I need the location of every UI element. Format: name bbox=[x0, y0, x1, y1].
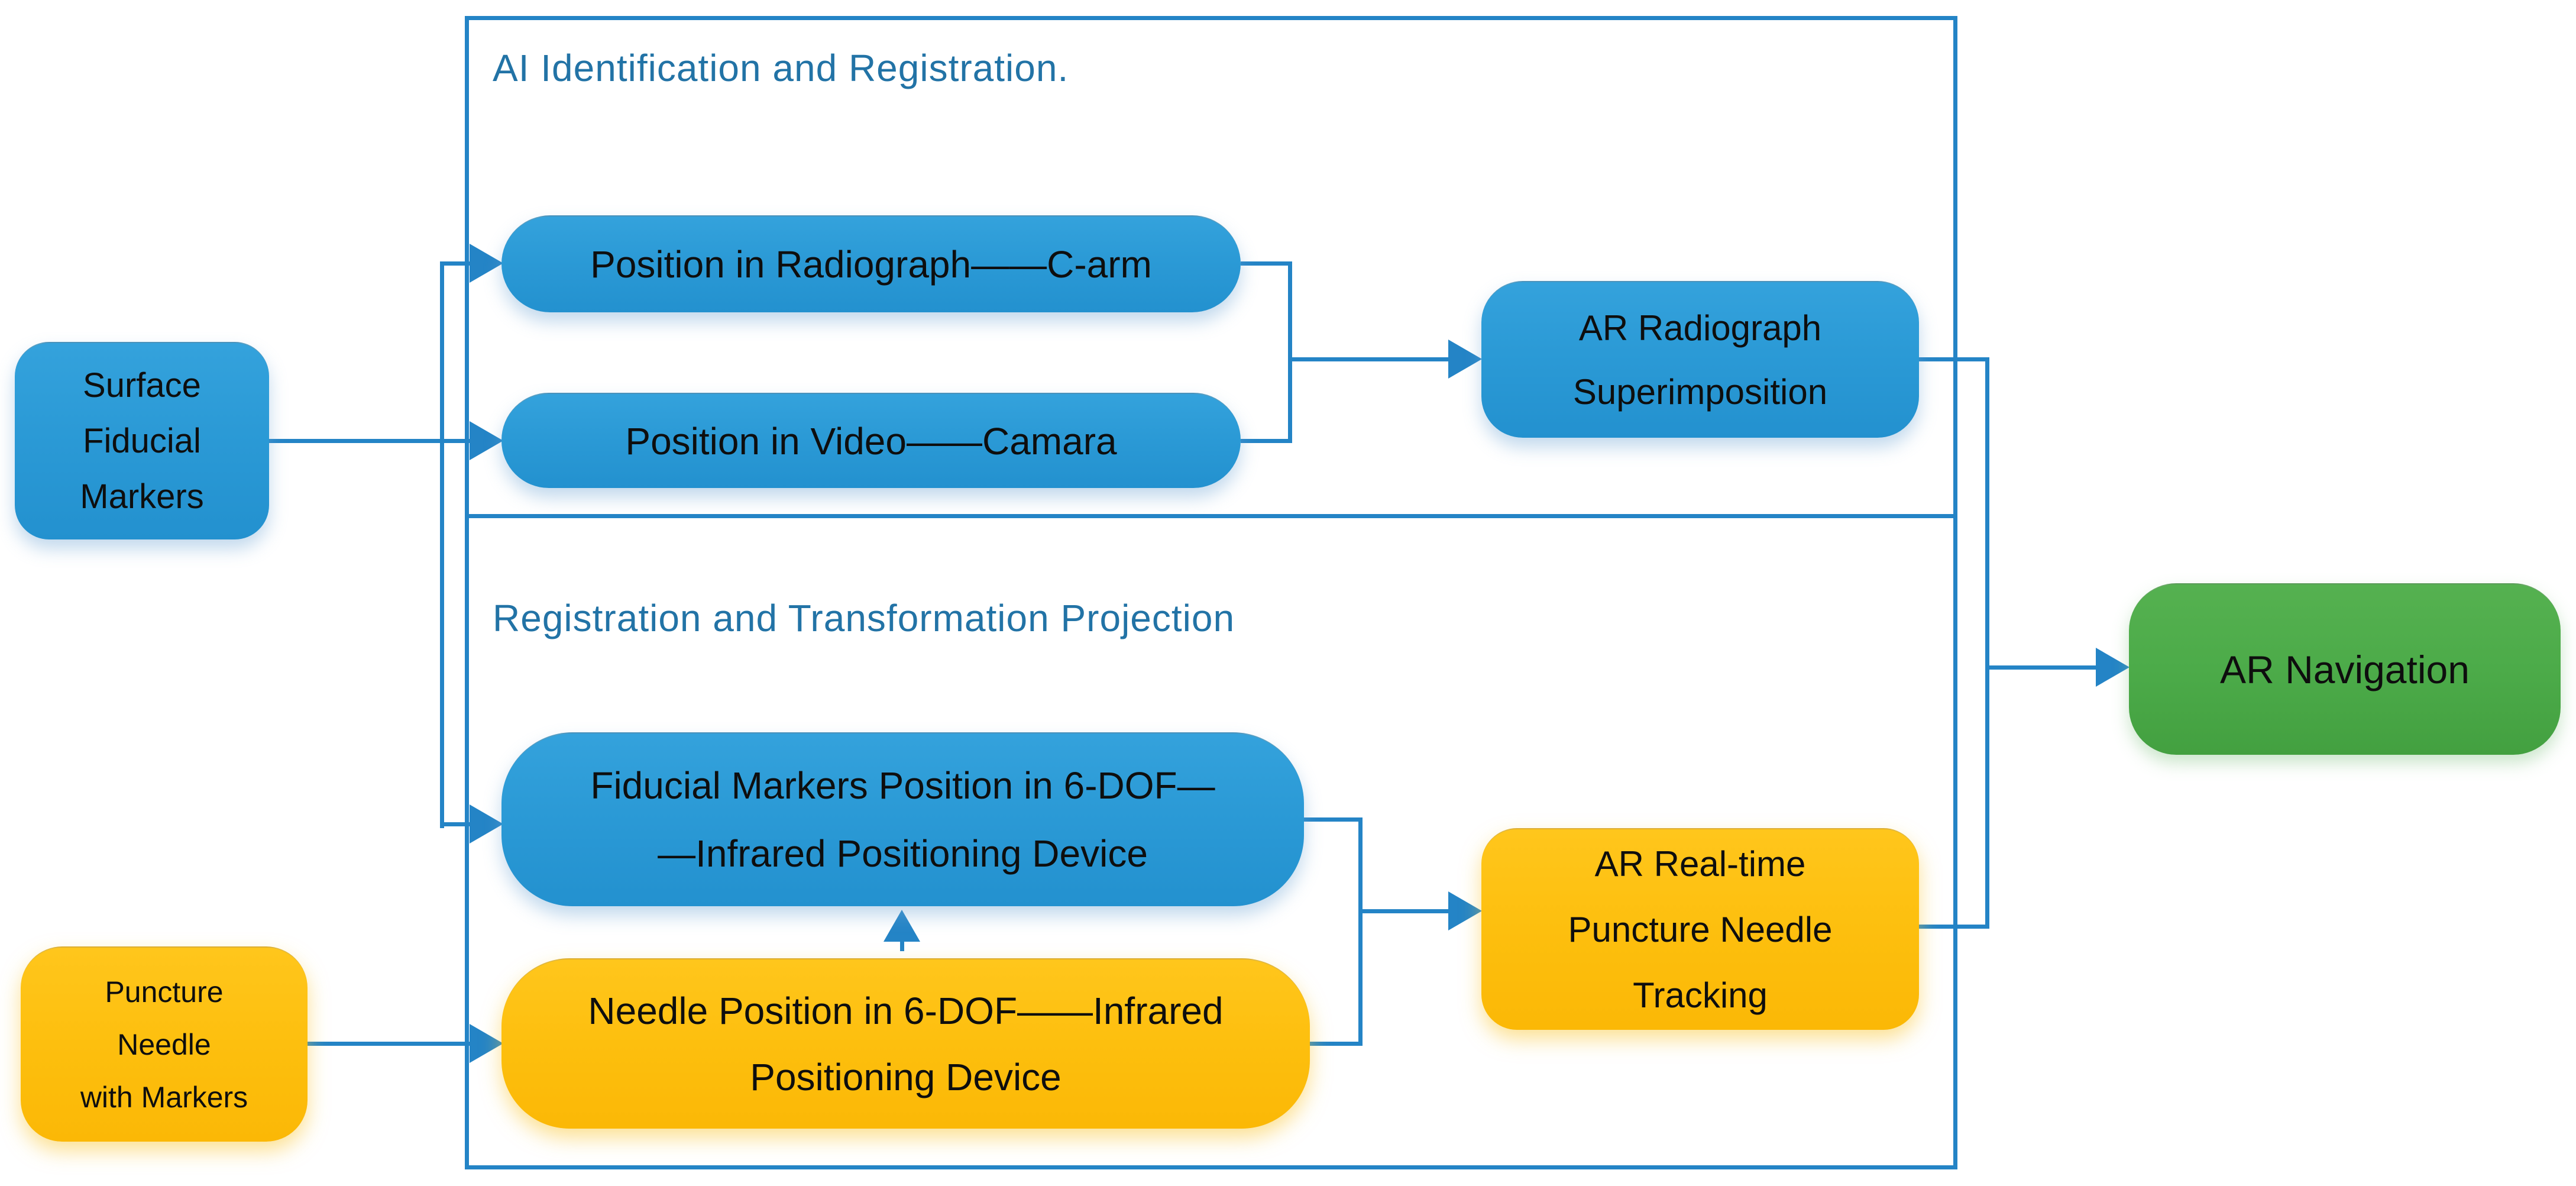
node-label: Position in Radiograph——C-arm bbox=[590, 243, 1152, 286]
node-label-line: Needle bbox=[117, 1027, 211, 1061]
connector-into-ar-navigation bbox=[1985, 665, 2096, 670]
node-position-in-video: Position in Video——Camara bbox=[501, 393, 1241, 488]
node-label-line: Puncture bbox=[105, 975, 224, 1009]
arrowhead-into-ar-realtime bbox=[1448, 891, 1482, 930]
connector-top-bracket bbox=[1288, 261, 1292, 443]
connector-into-ar-radiograph bbox=[1288, 357, 1448, 361]
arrowhead-into-ar-navigation bbox=[2096, 648, 2130, 687]
node-label-line: Surface bbox=[83, 366, 201, 405]
node-label: AR Navigation bbox=[2220, 648, 2470, 691]
connector-puncture-output bbox=[308, 1042, 470, 1046]
arrowhead-up-into-fiducial-markers-position bbox=[884, 910, 920, 942]
node-label-line: Needle Position in 6-DOF——Infrared bbox=[588, 990, 1224, 1032]
node-label-line: Superimposition bbox=[1572, 371, 1828, 412]
connector-right-rail bbox=[1985, 357, 1989, 929]
connector-radiograph-output bbox=[1241, 261, 1292, 266]
node-label-line: Fiducial bbox=[83, 422, 201, 461]
section-title-registration-transformation: Registration and Transformation Projecti… bbox=[493, 597, 1235, 639]
node-label-line: —Infrared Positioning Device bbox=[658, 832, 1148, 875]
arrowhead-into-ar-radiograph bbox=[1448, 340, 1482, 379]
process-frame bbox=[465, 16, 1957, 1169]
connector-surface-output bbox=[269, 439, 470, 443]
node-ar-navigation: AR Navigation bbox=[2129, 583, 2561, 755]
connector-ar-realtime-output bbox=[1919, 925, 1989, 929]
connector-fiducial-output bbox=[1304, 817, 1363, 822]
arrowhead-into-needle-position bbox=[470, 1024, 503, 1063]
connector-bottom-bracket bbox=[1358, 817, 1363, 1046]
connector-stub-fiducial bbox=[440, 822, 470, 826]
section-divider-line bbox=[465, 514, 1957, 518]
connector-video-output bbox=[1241, 439, 1292, 443]
arrowhead-into-position-in-radiograph bbox=[470, 244, 503, 283]
node-ar-radiograph-superimposition: AR Radiograph Superimposition bbox=[1481, 281, 1919, 438]
node-fiducial-markers-position-6dof: Fiducial Markers Position in 6-DOF— —Inf… bbox=[501, 732, 1304, 906]
arrowhead-into-fiducial-markers-position bbox=[470, 804, 503, 844]
node-label: Position in Video——Camara bbox=[625, 419, 1117, 463]
node-surface-fiducial-markers: Surface Fiducial Markers bbox=[15, 342, 269, 539]
node-label-line: Markers bbox=[80, 477, 204, 516]
node-label-line: Puncture Needle bbox=[1568, 910, 1833, 949]
node-ar-realtime-puncture-needle-tracking: AR Real-time Puncture Needle Tracking bbox=[1481, 828, 1919, 1030]
connector-stub-radiograph bbox=[440, 261, 470, 266]
node-label-line: AR Real-time bbox=[1594, 844, 1806, 884]
node-label-line: Positioning Device bbox=[750, 1056, 1062, 1098]
node-position-in-radiograph: Position in Radiograph——C-arm bbox=[501, 215, 1241, 312]
node-puncture-needle-with-markers: Puncture Needle with Markers bbox=[21, 946, 308, 1142]
connector-ar-radiograph-output bbox=[1919, 357, 1989, 361]
connector-needle-to-fiducial-stem bbox=[900, 939, 904, 951]
node-label-line: with Markers bbox=[80, 1080, 248, 1114]
node-label-line: Tracking bbox=[1633, 975, 1768, 1015]
section-title-ai-identification: AI Identification and Registration. bbox=[493, 47, 1069, 89]
arrowhead-into-position-in-video bbox=[470, 421, 503, 460]
connector-needle-output bbox=[1310, 1042, 1363, 1046]
connector-left-branch bbox=[440, 261, 444, 828]
node-label-line: AR Radiograph bbox=[1578, 308, 1822, 348]
node-label-line: Fiducial Markers Position in 6-DOF— bbox=[590, 764, 1215, 807]
connector-into-ar-realtime bbox=[1358, 909, 1448, 913]
node-needle-position-6dof: Needle Position in 6-DOF——Infrared Posit… bbox=[501, 958, 1310, 1129]
